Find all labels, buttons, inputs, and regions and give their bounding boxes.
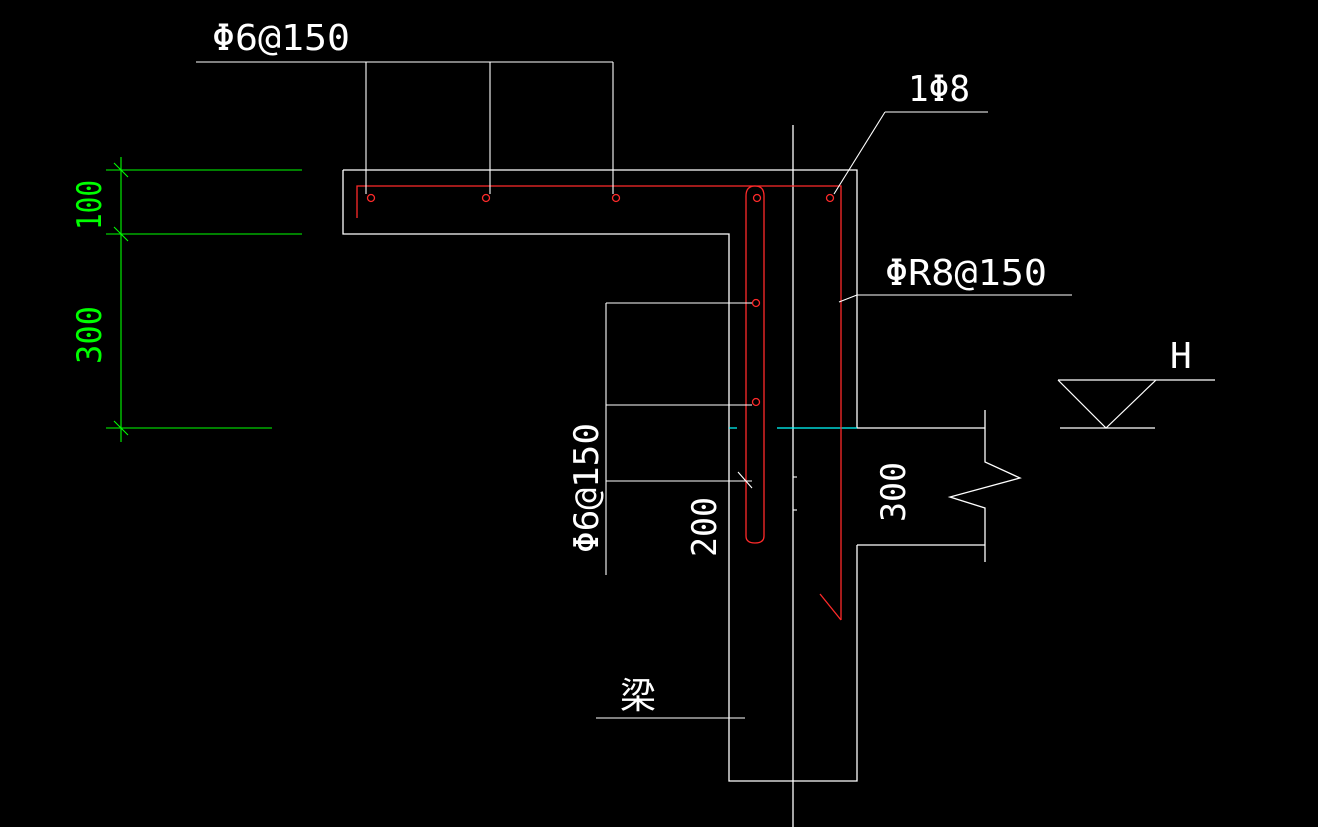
stirrup-label: ΦR8@150: [885, 253, 1047, 294]
wall-depth-dim: 200: [685, 497, 725, 557]
dim-tick: [113, 226, 129, 242]
dimension-bottom-text: 300: [70, 306, 110, 364]
elevation-marker-label: H: [1170, 336, 1192, 377]
slab-wall-outline: [343, 169, 858, 428]
concrete-outline: [342, 125, 1022, 827]
elevation-marker: [1057, 379, 1215, 429]
rebar-dot: [366, 193, 376, 203]
corner-bar-label: 1Φ8: [908, 69, 970, 110]
dim-tick: [113, 420, 129, 436]
dimension-lines: [106, 157, 302, 442]
rebar-dot: [825, 193, 835, 203]
stirrup-leader: [838, 294, 858, 303]
corner-leader: [833, 111, 886, 195]
rebar-dot: [611, 193, 621, 203]
top-rebar-label: Φ6@150: [212, 18, 350, 59]
dimension-top-text: 100: [70, 180, 110, 230]
bar-end-hook: [819, 593, 842, 621]
slab-depth-dim: 300: [874, 462, 914, 522]
top-longitudinal-bar: [356, 185, 842, 620]
leader-lines: [196, 61, 1072, 719]
rebar-group: [356, 185, 842, 621]
vertical-hairpin-bar: [745, 185, 765, 544]
beam-label: 梁: [620, 676, 656, 717]
rebar-dot: [751, 298, 761, 308]
slab-bottom-outline: [342, 170, 858, 782]
rebar-dot: [751, 397, 761, 407]
dim-tick: [113, 162, 129, 178]
vertical-rebar-label: Φ6@150: [567, 423, 607, 553]
leader-slash: [737, 471, 753, 489]
break-symbol: [947, 410, 1022, 562]
rebar-dot: [752, 193, 762, 203]
rebar-dot: [481, 193, 491, 203]
